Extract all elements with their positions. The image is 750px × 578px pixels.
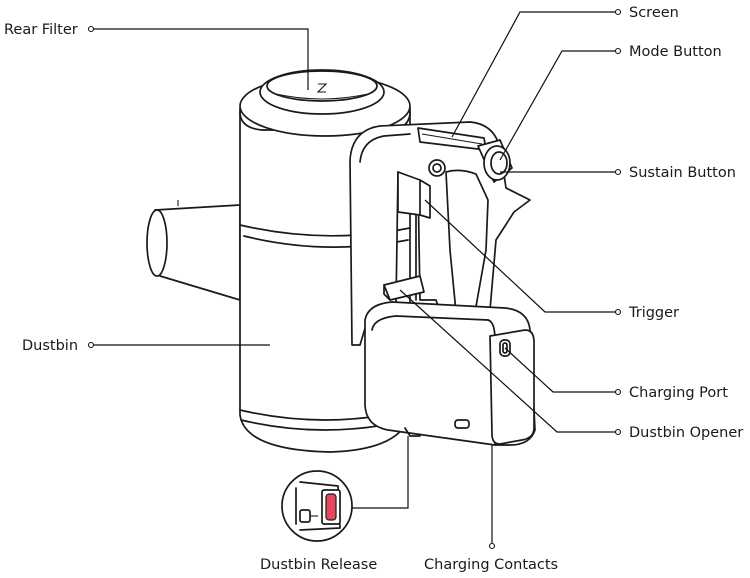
release-highlight — [325, 493, 337, 521]
leader-lines — [87, 8, 622, 550]
label-trigger: Trigger — [628, 305, 679, 321]
label-charging-port: Charging Port — [629, 385, 728, 401]
rear-filter-cap — [239, 69, 411, 137]
label-screen: Screen — [629, 5, 679, 21]
label-charging-contacts: Charging Contacts — [424, 557, 558, 573]
inlet-tube — [146, 200, 241, 301]
label-rear-filter: Rear Filter — [4, 22, 78, 38]
label-sustain-button: Sustain Button — [629, 165, 736, 181]
battery-pack — [364, 301, 536, 446]
dustbin-release-inset — [281, 470, 353, 542]
label-dustbin-opener: Dustbin Opener — [629, 425, 743, 441]
label-dustbin: Dustbin — [22, 338, 78, 354]
sustain-button-drawing — [428, 159, 446, 177]
dustbin-opener-drawing — [383, 275, 425, 301]
label-mode-button: Mode Button — [629, 44, 722, 60]
label-dustbin-release: Dustbin Release — [260, 557, 377, 573]
